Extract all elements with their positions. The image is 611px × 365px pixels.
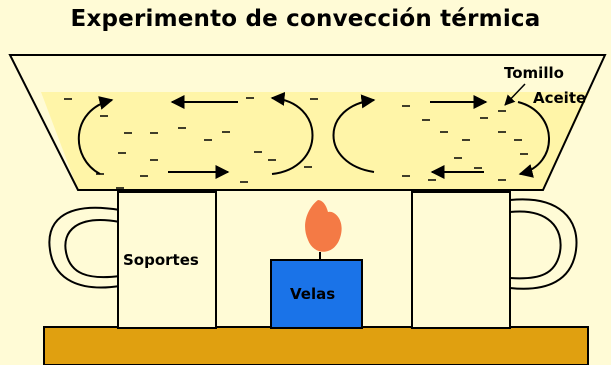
convection-loop-left <box>77 96 114 175</box>
right-support <box>411 191 511 329</box>
oil <box>41 92 590 190</box>
oil-label: Aceite <box>533 89 586 107</box>
right-support-handle <box>509 198 578 290</box>
supports-label: Soportes <box>123 251 199 269</box>
herb-particles <box>64 97 528 189</box>
herb-pointer <box>504 83 526 106</box>
candles-label: Velas <box>290 285 335 303</box>
flame <box>305 200 342 252</box>
convection-loop-center-left <box>332 94 376 173</box>
left-support <box>117 191 217 329</box>
diagram-title: Experimento de convección térmica <box>70 6 541 32</box>
left-support-handle <box>48 206 121 289</box>
herb-label: Tomillo <box>504 64 564 82</box>
tray <box>8 54 607 191</box>
table <box>43 326 589 365</box>
convection-loop-right <box>517 101 550 178</box>
convection-loop-center-right <box>270 91 314 175</box>
candle <box>270 259 363 329</box>
